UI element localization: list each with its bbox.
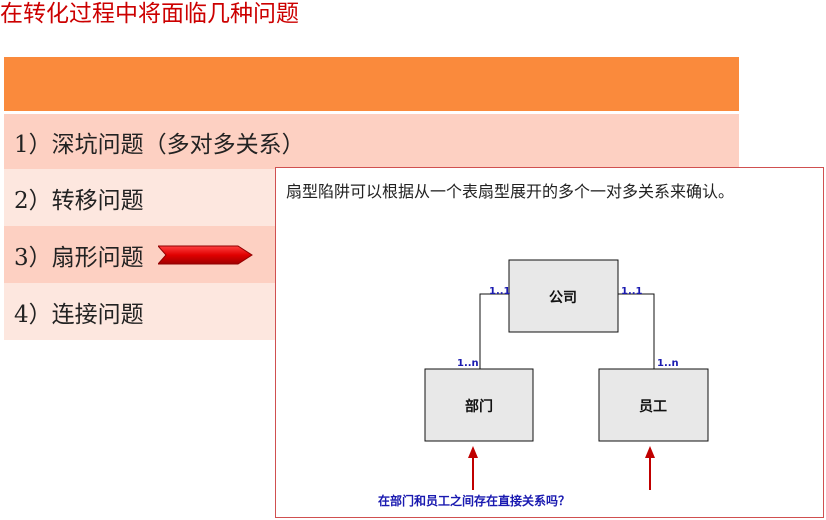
entity-department-label: 部门 bbox=[465, 398, 493, 415]
red-up-arrow-icon bbox=[645, 446, 655, 490]
problem-label: 2）转移问题 bbox=[14, 187, 144, 214]
problem-label: 4）连接问题 bbox=[14, 301, 144, 328]
fan-trap-callout: 扇型陷阱可以根据从一个表扇型展开的多个一对多关系来确认。 公司 部门 员工 1.… bbox=[275, 167, 824, 518]
multiplicity-label: 1..n bbox=[457, 358, 479, 369]
problem-label: 3）扇形问题 bbox=[14, 244, 144, 271]
slide-title: 在转化过程中将面临几种问题 bbox=[0, 1, 299, 27]
red-arrow-icon bbox=[157, 245, 253, 264]
entity-department bbox=[424, 368, 534, 442]
er-diagram: 公司 部门 员工 1..1 1..1 1..n 1..n 在部门和员工之间存在直 bbox=[378, 259, 709, 508]
problem-label: 1）深坑问题（多对多关系） bbox=[14, 131, 305, 158]
entity-company-label: 公司 bbox=[549, 290, 577, 306]
entity-employee-label: 员工 bbox=[639, 399, 667, 415]
multiplicity-label: 1..n bbox=[657, 358, 679, 369]
red-up-arrow-icon bbox=[468, 446, 478, 490]
multiplicity-label: 1..1 bbox=[621, 286, 643, 297]
entity-company bbox=[508, 259, 619, 333]
callout-description: 扇型陷阱可以根据从一个表扇型展开的多个一对多关系来确认。 bbox=[286, 182, 735, 201]
multiplicity-label: 1..1 bbox=[489, 286, 511, 297]
connector-right bbox=[618, 293, 655, 369]
entity-employee bbox=[598, 368, 709, 442]
connector-left bbox=[479, 293, 509, 369]
problem-row-1: 1）深坑问题（多对多关系） bbox=[4, 114, 739, 169]
table-header bbox=[4, 57, 739, 111]
diagram-question: 在部门和员工之间存在直接关系吗？ bbox=[378, 493, 570, 508]
